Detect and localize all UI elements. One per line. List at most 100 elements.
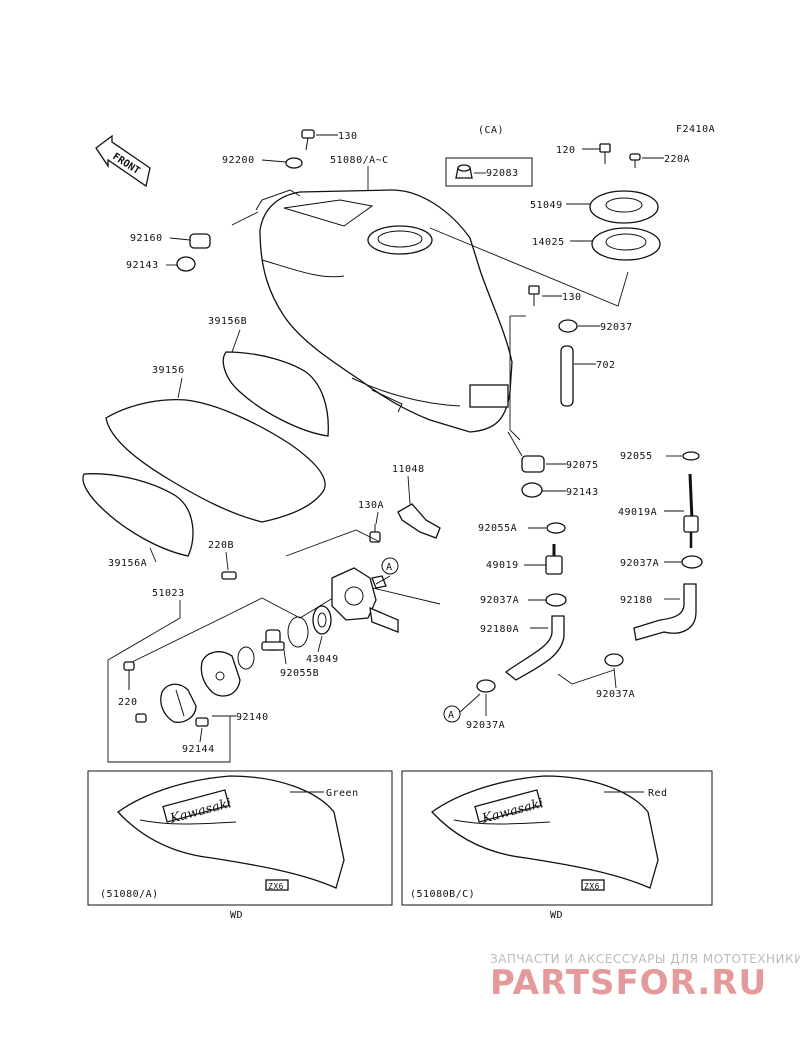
gasket-43049-icon (312, 605, 332, 635)
label-92144: 92144 (182, 744, 215, 755)
box-51023 (107, 600, 231, 763)
pad-39156B (222, 351, 329, 437)
label-51049: 51049 (530, 200, 563, 211)
variant-2-color: Red (648, 788, 668, 799)
variant-box-2: Kawasaki ZX6 Red (51080B/C) (401, 770, 713, 906)
pad-39156 (105, 398, 326, 523)
washer-92200-icon (285, 157, 303, 169)
label-39156B: 39156B (208, 316, 247, 327)
hose-702-icon (560, 345, 574, 407)
screw-220B-icon (221, 571, 237, 580)
part-92083-icon (455, 164, 473, 179)
label-220B: 220B (208, 540, 234, 551)
label-120: 120 (556, 145, 576, 156)
oring-small-icon (237, 646, 255, 670)
fuel-valve-body-icon (331, 567, 399, 633)
label-39156: 39156 (152, 365, 185, 376)
ref-circle-A-1 (381, 557, 399, 575)
screw-92144-icon (195, 717, 209, 727)
label-130A: 130A (358, 500, 384, 511)
ca-box (445, 157, 533, 187)
variant-1-code: (51080/A) (100, 889, 159, 900)
collar-92143-icon (176, 256, 196, 272)
ref-circle-A-1-label: A (386, 562, 393, 573)
clip-92037A-2-icon (681, 555, 703, 569)
collar-92143-mid-icon (521, 482, 543, 498)
label-92180: 92180 (620, 595, 653, 606)
valve-lever-icon (160, 683, 197, 723)
watermark-logo: PARTSFOR.RU (490, 963, 767, 1003)
label-51023: 51023 (152, 588, 185, 599)
label-130-mid: 130 (562, 292, 582, 303)
pad-39156A (82, 473, 194, 557)
fitting-49019-icon (545, 544, 563, 575)
label-92037A-3: 92037A (596, 689, 635, 700)
label-11048: 11048 (392, 464, 425, 475)
label-92037A-4: 92037A (466, 720, 505, 731)
damper-92075-icon (521, 455, 545, 473)
variant-2-badge: ZX6 (584, 882, 600, 891)
front-arrow-icon: FRONT (95, 134, 151, 188)
label-92075: 92075 (566, 460, 599, 471)
valve-plate-icon (200, 651, 241, 697)
clip-92037A-3-icon (604, 653, 624, 667)
variant-1-color: Green (326, 788, 359, 799)
fitting-49019A-icon (683, 473, 699, 548)
ca-label: (CA) (478, 125, 504, 136)
label-92200: 92200 (222, 155, 255, 166)
ring-14025-icon (591, 227, 661, 261)
label-92083: 92083 (486, 168, 519, 179)
label-92140: 92140 (236, 712, 269, 723)
label-702: 702 (596, 360, 616, 371)
ref-circle-A-2-label: A (448, 710, 455, 721)
label-39156A: 39156A (108, 558, 147, 569)
bracket-11048-icon (397, 503, 441, 539)
screw-220-icon (123, 661, 135, 690)
oring-92055B-icon (287, 616, 309, 648)
hose-92180A-icon (504, 615, 565, 681)
variant-1-region: WD (230, 910, 243, 921)
hose-92180-icon (633, 583, 697, 641)
label-130-top: 130 (338, 131, 358, 142)
grommet-92160-icon (189, 233, 211, 249)
fuel-tank (255, 189, 513, 433)
diagram-code: F2410A (676, 124, 715, 135)
label-220A: 220A (664, 154, 690, 165)
ref-circle-A-2 (443, 705, 461, 723)
oring-92055-icon (682, 451, 700, 461)
clip-92037-icon (558, 319, 578, 333)
clip-92037A-4-icon (476, 679, 496, 693)
screw-92140-icon (135, 713, 147, 723)
watermark-tagline: ЗАПЧАСТИ И АКСЕССУАРЫ ДЛЯ МОТОТЕХНИКИ (490, 952, 800, 966)
valve-stem-icon (261, 629, 285, 651)
label-92037A-1: 92037A (480, 595, 519, 606)
label-92180A: 92180A (480, 624, 519, 635)
variant-2-code: (51080B/C) (410, 889, 475, 900)
bolt-130-icon (301, 129, 315, 151)
bolt-120-icon (599, 143, 611, 164)
label-14025: 14025 (532, 237, 565, 248)
label-92160: 92160 (130, 233, 163, 244)
label-43049: 43049 (306, 654, 339, 665)
label-51080: 51080/A~C (330, 155, 389, 166)
cap-51049-icon (589, 190, 659, 224)
screw-220A-icon (629, 153, 641, 168)
variant-box-1: Kawasaki ZX6 Green (51080/A) (87, 770, 393, 906)
label-92143-mid: 92143 (566, 487, 599, 498)
label-92037A-2: 92037A (620, 558, 659, 569)
label-49019A: 49019A (618, 507, 657, 518)
label-92055: 92055 (620, 451, 653, 462)
variant-1-badge: ZX6 (268, 882, 284, 891)
label-220: 220 (118, 697, 138, 708)
bolt-130-mid-icon (528, 285, 540, 306)
label-49019: 49019 (486, 560, 519, 571)
oring-92055A-icon (546, 522, 566, 534)
variant-2-region: WD (550, 910, 563, 921)
label-92143-top: 92143 (126, 260, 159, 271)
label-92055A: 92055A (478, 523, 517, 534)
label-92037: 92037 (600, 322, 633, 333)
label-92055B: 92055B (280, 668, 319, 679)
clip-92037A-1-icon (545, 593, 567, 607)
